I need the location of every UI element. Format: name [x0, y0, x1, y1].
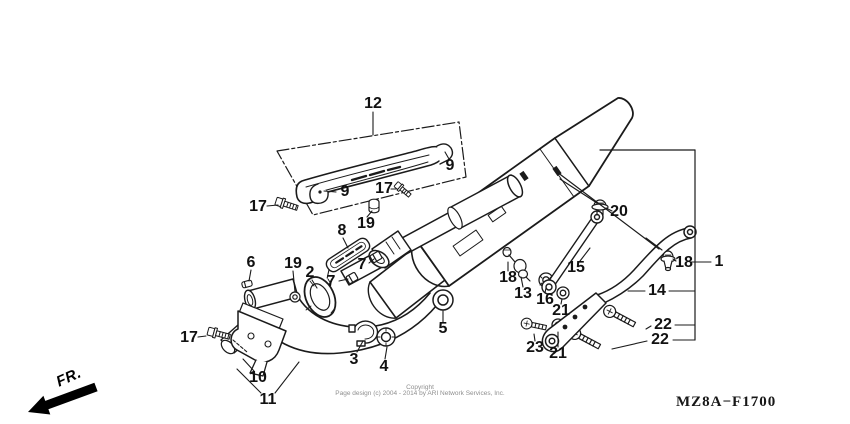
part-label-7a[interactable]: 7: [357, 256, 367, 273]
assembly-bracket-lines: [556, 149, 696, 341]
part-label-17b[interactable]: 17: [375, 180, 393, 197]
bolt-17-left: [274, 196, 299, 211]
part-label-19a[interactable]: 19: [357, 215, 375, 232]
copyright-line2: Page design (c) 2004 - 2014 by ARI Netwo…: [335, 390, 505, 397]
part-label-18a[interactable]: 18: [499, 269, 517, 286]
part-label-3[interactable]: 3: [349, 351, 359, 368]
part-label-17c[interactable]: 17: [180, 329, 198, 346]
part-label-21a[interactable]: 21: [552, 302, 570, 319]
washer-21-upper: [556, 286, 570, 300]
part-label-1[interactable]: 1: [714, 253, 724, 270]
part-label-9b[interactable]: 9: [445, 157, 455, 174]
part-label-21b[interactable]: 21: [549, 345, 567, 362]
part-label-22a[interactable]: 22: [654, 316, 672, 333]
muffler-body: [367, 97, 634, 319]
bolt-17-top: [393, 181, 412, 198]
leader-lines: [197, 111, 712, 394]
part-label-15[interactable]: 15: [567, 259, 585, 276]
bolt-23: [520, 317, 548, 331]
ring-4: [376, 327, 396, 347]
part-label-6[interactable]: 6: [246, 254, 256, 271]
part-label-4[interactable]: 4: [379, 358, 389, 375]
part-label-11[interactable]: 11: [259, 391, 277, 408]
part-label-22b[interactable]: 22: [651, 331, 669, 348]
copyright-note: Copyright Page design (c) 2004 - 2014 by…: [290, 384, 550, 397]
part-label-13[interactable]: 13: [514, 285, 532, 302]
part-label-18b[interactable]: 18: [675, 254, 693, 271]
part-label-10[interactable]: 10: [249, 369, 267, 386]
part-label-12[interactable]: 12: [364, 95, 382, 112]
pin-18-left: [502, 246, 516, 263]
part-label-17a[interactable]: 17: [249, 198, 267, 215]
bracket-10-11: [230, 302, 287, 377]
fr-direction-indicator: FR.: [26, 365, 116, 421]
stay-15: [541, 210, 604, 295]
bolt-17-bottom: [206, 326, 231, 340]
part-label-9a[interactable]: 9: [340, 183, 350, 200]
bushing-13: [513, 258, 531, 282]
ring-5: [432, 289, 454, 311]
part-label-23[interactable]: 23: [526, 339, 544, 356]
part-label-8[interactable]: 8: [337, 222, 347, 239]
collar-19-upper: [368, 198, 380, 214]
diagram-code: MZ8A−F1700: [676, 394, 777, 410]
clip-6: [241, 279, 253, 289]
clamp-3: [348, 320, 379, 347]
part-label-19b[interactable]: 19: [284, 255, 302, 272]
part-label-14[interactable]: 14: [648, 282, 666, 299]
part-label-7b[interactable]: 7: [326, 273, 336, 290]
part-label-2[interactable]: 2: [305, 264, 315, 281]
part-label-5[interactable]: 5: [438, 320, 448, 337]
part-label-16[interactable]: 16: [536, 291, 554, 308]
heat-shield-12: [295, 143, 454, 205]
part-label-20[interactable]: 20: [610, 203, 628, 220]
rubber-18-right: [660, 250, 676, 272]
clamp-7-lower: [345, 271, 359, 285]
fr-arrow-icon: [28, 382, 98, 415]
protector-8: [325, 237, 371, 279]
bolt-22-upper: [603, 304, 637, 328]
copyright-line1: Copyright: [406, 384, 434, 391]
